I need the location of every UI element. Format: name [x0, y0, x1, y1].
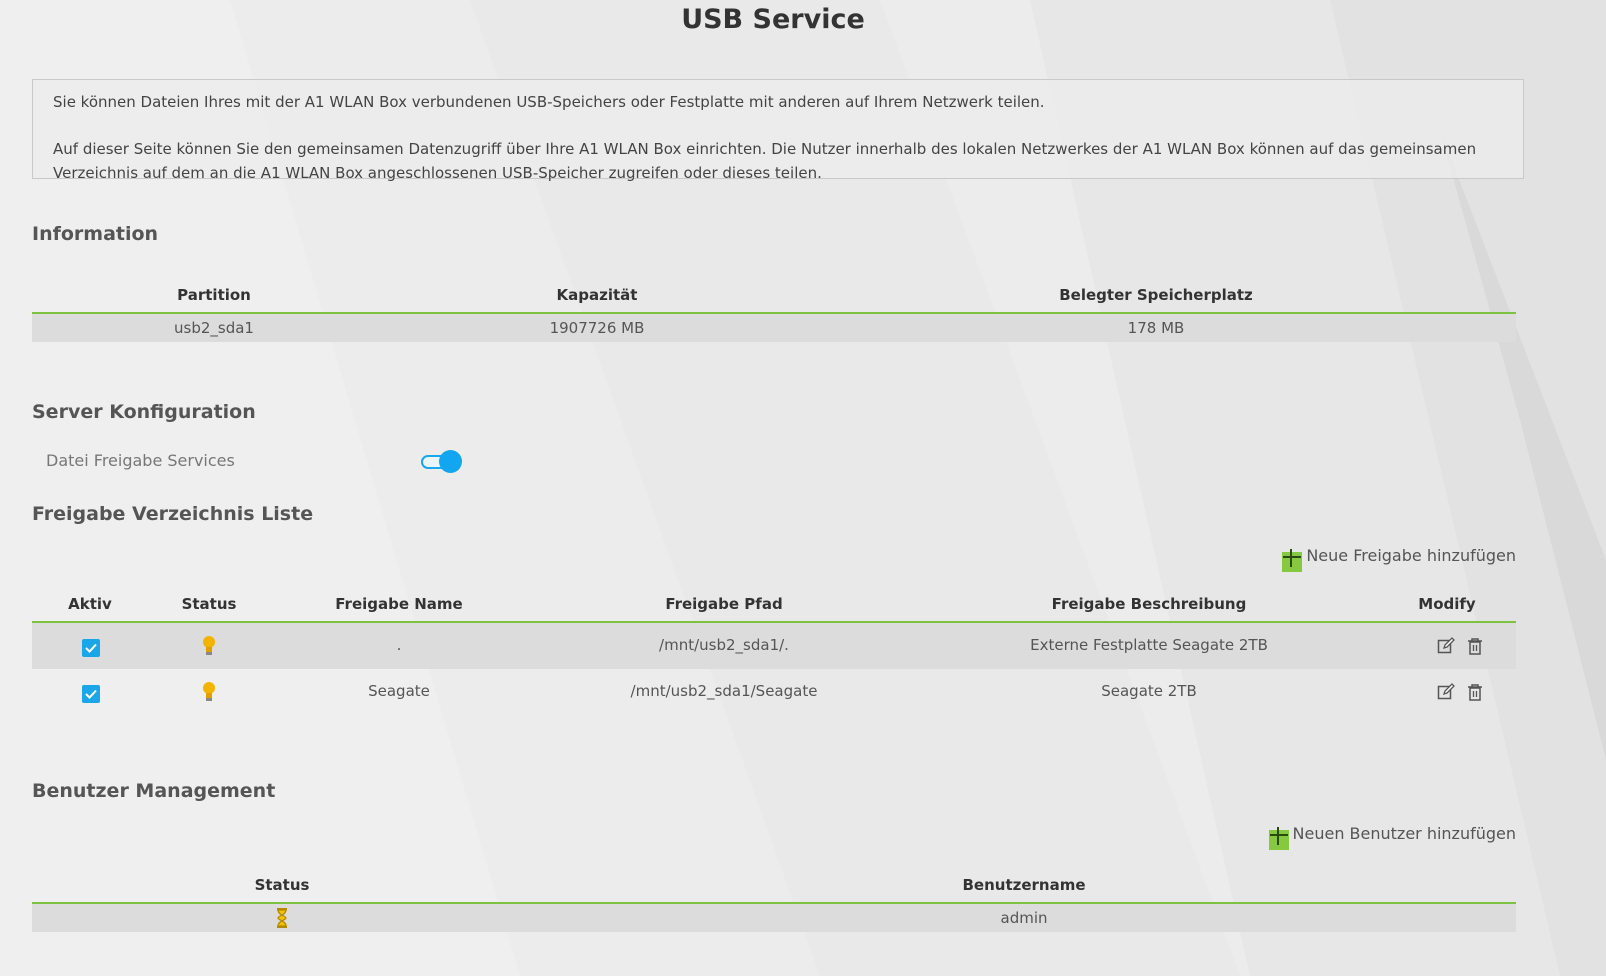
modify-actions: [1437, 637, 1483, 659]
share-description: Seagate 2TB: [1101, 682, 1197, 700]
col-share-name: Freigabe Name: [335, 595, 463, 613]
user-table: Status Benutzername admin: [32, 866, 1516, 932]
intro-text-2: Auf dieser Seite können Sie den gemeinsa…: [53, 140, 1477, 182]
share-table: Aktiv Status Freigabe Name Freigabe Pfad…: [32, 585, 1516, 715]
bulb-icon: [202, 681, 216, 707]
table-row: . /mnt/usb2_sda1/. Externe Festplatte Se…: [32, 623, 1516, 669]
trash-icon[interactable]: [1467, 683, 1483, 701]
information-table: Partition Kapazität Belegter Speicherpla…: [32, 276, 1516, 342]
col-active: Aktiv: [68, 595, 112, 613]
edit-icon[interactable]: [1437, 637, 1455, 655]
table-row: admin: [32, 904, 1516, 932]
partition-value: usb2_sda1: [174, 319, 254, 337]
col-share-description: Freigabe Beschreibung: [1051, 595, 1247, 613]
share-list-title: Freigabe Verzeichnis Liste: [32, 503, 314, 525]
edit-icon[interactable]: [1437, 683, 1455, 701]
intro-text-1: Sie können Dateien Ihres mit der A1 WLAN…: [53, 93, 1045, 111]
share-name: .: [396, 636, 402, 654]
col-capacity: Kapazität: [556, 286, 638, 304]
table-row: usb2_sda1 1907726 MB 178 MB: [32, 314, 1516, 342]
col-user-status: Status: [254, 876, 310, 894]
share-description: Externe Festplatte Seagate 2TB: [1030, 636, 1268, 654]
page-title: USB Service: [681, 4, 865, 35]
information-title: Information: [32, 223, 159, 245]
add-share-label: Neue Freigabe hinzufügen: [1306, 546, 1516, 565]
plus-icon: [1282, 549, 1303, 572]
share-table-header: Aktiv Status Freigabe Name Freigabe Pfad…: [32, 585, 1516, 623]
information-table-header: Partition Kapazität Belegter Speicherpla…: [32, 276, 1516, 314]
col-used-space: Belegter Speicherplatz: [1059, 286, 1253, 304]
col-modify: Modify: [1418, 595, 1476, 613]
add-share-button[interactable]: Neue Freigabe hinzufügen: [1282, 546, 1516, 572]
server-config-title: Server Konfiguration: [32, 401, 256, 423]
table-row: Seagate /mnt/usb2_sda1/Seagate Seagate 2…: [32, 669, 1516, 715]
active-checkbox[interactable]: [82, 636, 100, 658]
col-share-path: Freigabe Pfad: [665, 595, 783, 613]
share-name: Seagate: [368, 682, 430, 700]
bulb-icon: [202, 635, 216, 661]
user-table-header: Status Benutzername: [32, 866, 1516, 904]
col-username: Benutzername: [962, 876, 1086, 894]
add-user-button[interactable]: Neuen Benutzer hinzufügen: [1268, 824, 1516, 850]
modify-actions: [1437, 683, 1483, 705]
toggle-knob: [439, 450, 462, 473]
intro-box: Sie können Dateien Ihres mit der A1 WLAN…: [32, 79, 1524, 182]
file-sharing-label: Datei Freigabe Services: [46, 451, 235, 470]
col-partition: Partition: [177, 286, 251, 304]
share-path: /mnt/usb2_sda1/.: [659, 636, 789, 654]
trash-icon[interactable]: [1467, 637, 1483, 655]
user-management-title: Benutzer Management: [32, 780, 276, 802]
share-path: /mnt/usb2_sda1/Seagate: [630, 682, 818, 700]
plus-icon: [1268, 827, 1289, 850]
col-status: Status: [181, 595, 237, 613]
active-checkbox[interactable]: [82, 682, 100, 704]
used-space-value: 178 MB: [1127, 319, 1185, 337]
capacity-value: 1907726 MB: [549, 319, 645, 337]
add-user-label: Neuen Benutzer hinzufügen: [1292, 824, 1516, 843]
file-sharing-toggle[interactable]: [421, 450, 462, 473]
username-value: admin: [1000, 909, 1048, 927]
hourglass-icon: [275, 908, 289, 932]
